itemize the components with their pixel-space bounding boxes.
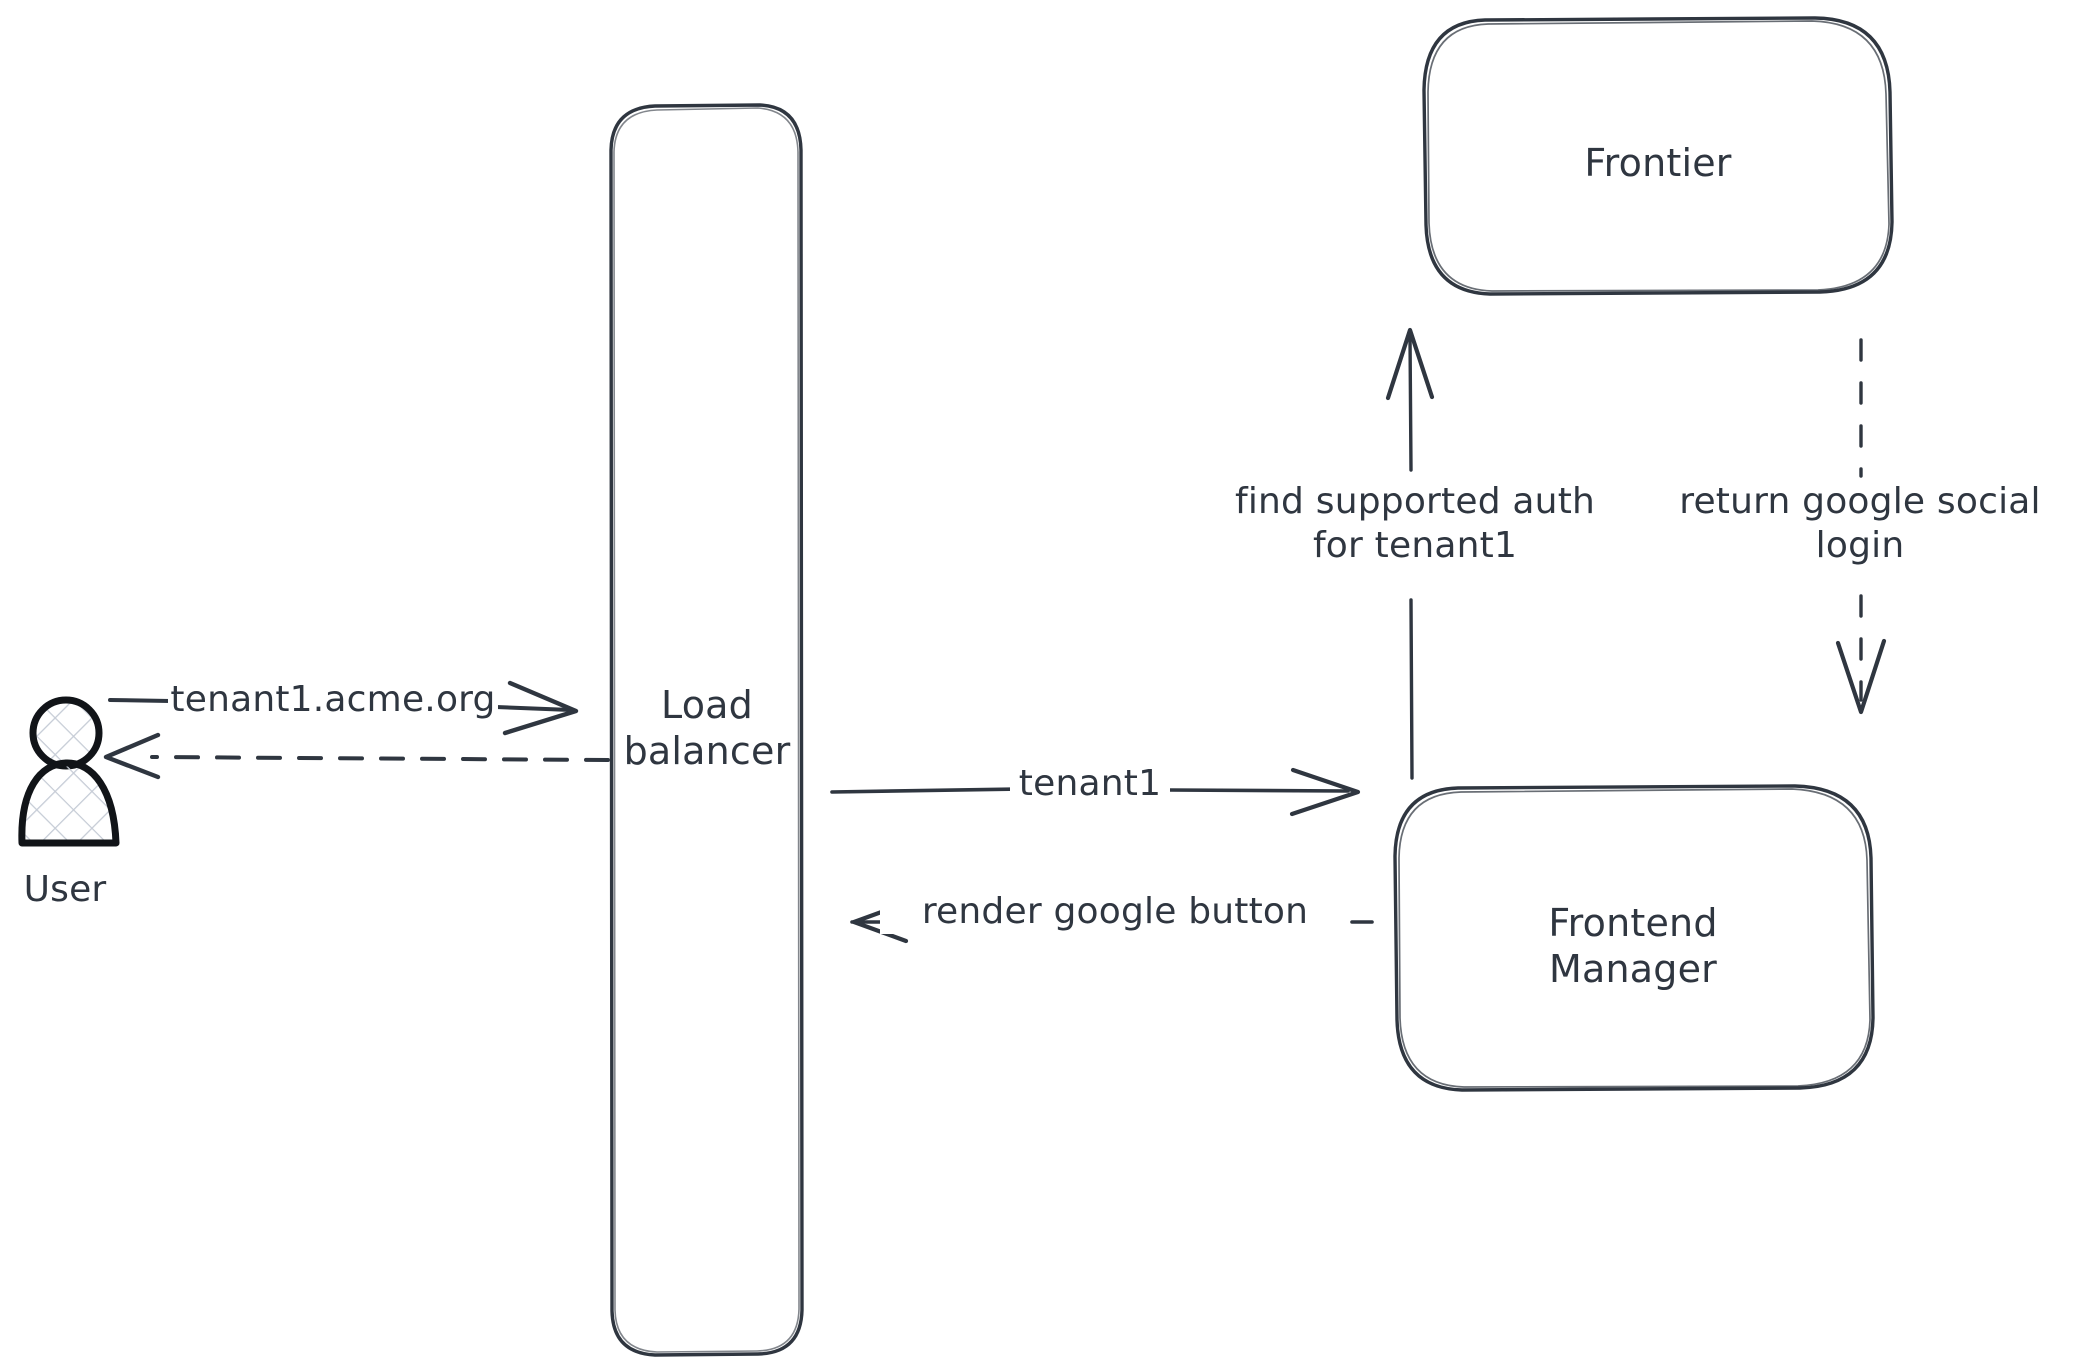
edge-label-render-google-button: render google button xyxy=(880,890,1350,934)
edge-lb-to-fm xyxy=(830,767,1361,817)
edge-user-to-lb xyxy=(108,680,579,736)
frontier-node[interactable] xyxy=(1422,16,1894,296)
edge-lb-to-user xyxy=(103,732,610,780)
edge-fm-to-frontier xyxy=(1385,327,1435,780)
edge-label-tenant-acme-org: tenant1.acme.org xyxy=(168,678,498,722)
load-balancer-node[interactable] xyxy=(609,103,804,1357)
frontier-node-label: Frontier xyxy=(1584,141,1732,185)
user-actor-label: User xyxy=(23,869,107,910)
user-actor[interactable] xyxy=(18,696,120,847)
edge-frontier-to-fm xyxy=(1835,338,1887,715)
edge-label-return-google-social-login: return google social login xyxy=(1655,480,2065,568)
edge-label-find-supported-auth: find supported auth for tenant1 xyxy=(1205,480,1625,568)
frontend-manager-node-label: Frontend Manager xyxy=(1548,901,1718,992)
load-balancer-node-label: Load balancer xyxy=(623,683,791,774)
frontend-manager-node[interactable] xyxy=(1393,784,1875,1092)
edge-label-tenant1: tenant1 xyxy=(1010,762,1170,806)
